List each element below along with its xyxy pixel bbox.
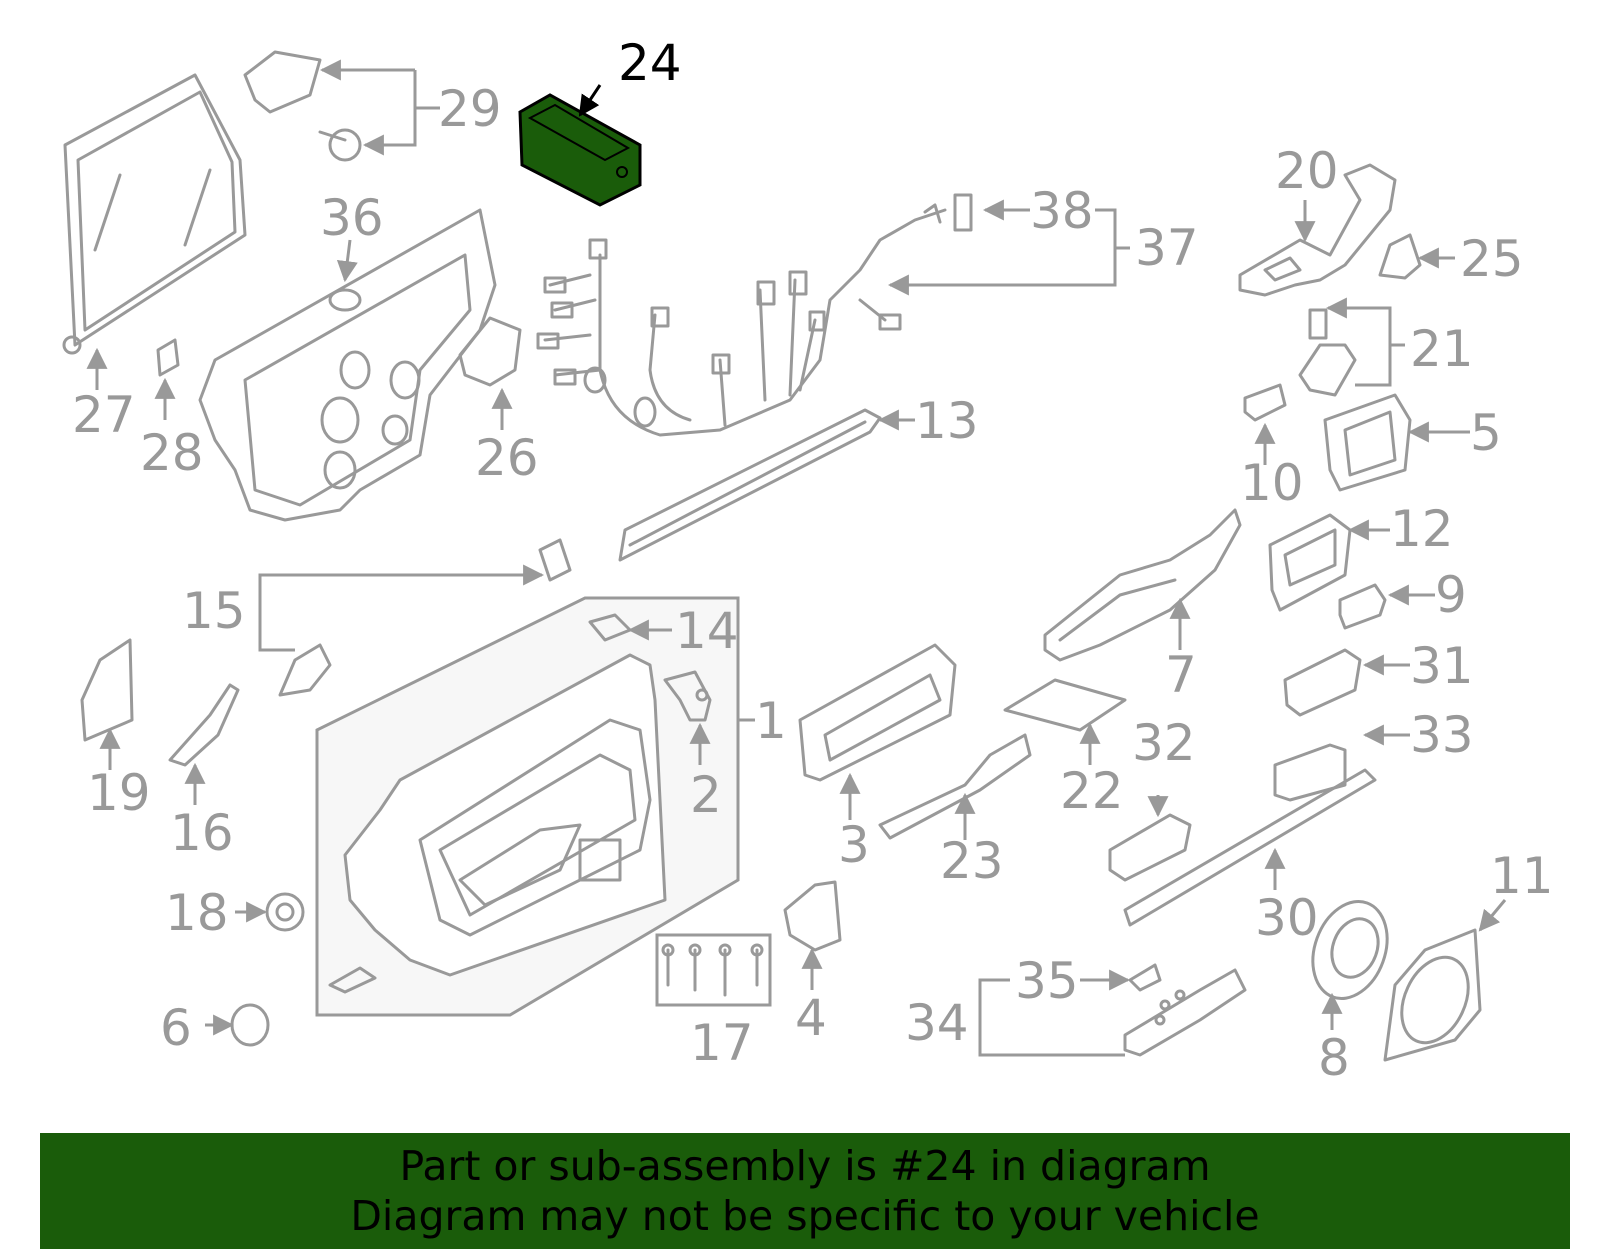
label-19: 19 bbox=[87, 764, 151, 822]
label-34: 34 bbox=[905, 994, 969, 1052]
label-1: 1 bbox=[755, 692, 787, 750]
label-5: 5 bbox=[1470, 404, 1502, 462]
label-3: 3 bbox=[838, 816, 870, 874]
part-31 bbox=[1283, 648, 1410, 717]
part-23 bbox=[878, 733, 1032, 840]
label-25: 25 bbox=[1460, 230, 1524, 288]
label-36: 36 bbox=[320, 189, 384, 247]
part-6 bbox=[205, 1003, 270, 1047]
part-22 bbox=[1003, 678, 1127, 765]
label-23: 23 bbox=[940, 832, 1004, 890]
label-14: 14 bbox=[675, 602, 739, 660]
part-26 bbox=[458, 316, 522, 430]
label-26: 26 bbox=[475, 429, 539, 487]
label-35: 35 bbox=[1015, 952, 1079, 1010]
part-12 bbox=[1268, 513, 1390, 612]
label-28: 28 bbox=[140, 424, 204, 482]
label-15: 15 bbox=[182, 582, 246, 640]
label-18: 18 bbox=[165, 884, 229, 942]
label-10: 10 bbox=[1240, 454, 1304, 512]
part-19 bbox=[80, 638, 134, 770]
label-29: 29 bbox=[438, 80, 502, 138]
label-7: 7 bbox=[1165, 646, 1197, 704]
part-13 bbox=[618, 408, 915, 562]
part-9 bbox=[1338, 583, 1435, 630]
label-27: 27 bbox=[72, 386, 136, 444]
part-17 bbox=[655, 933, 772, 1007]
part-33 bbox=[1273, 724, 1410, 802]
part-29 bbox=[243, 50, 440, 162]
part-37-harness bbox=[536, 193, 1130, 437]
label-13: 13 bbox=[915, 392, 979, 450]
info-banner: Part or sub-assembly is #24 in diagram D… bbox=[40, 1133, 1570, 1249]
part-1-door-panel bbox=[315, 596, 755, 1017]
banner-line-1: Part or sub-assembly is #24 in diagram bbox=[399, 1142, 1211, 1190]
part-27 bbox=[62, 73, 247, 390]
label-32: 32 bbox=[1132, 714, 1196, 772]
part-28 bbox=[154, 338, 180, 420]
label-31: 31 bbox=[1410, 637, 1474, 695]
part-20 bbox=[1238, 163, 1397, 297]
label-9: 9 bbox=[1435, 566, 1467, 624]
part-34-35 bbox=[978, 963, 1247, 1057]
label-12: 12 bbox=[1390, 500, 1454, 558]
part-16 bbox=[168, 683, 240, 805]
label-4: 4 bbox=[795, 989, 827, 1047]
part-24-highlighted[interactable] bbox=[518, 84, 642, 207]
label-8: 8 bbox=[1318, 1029, 1350, 1087]
label-30: 30 bbox=[1255, 889, 1319, 947]
part-10 bbox=[1243, 383, 1287, 465]
part-5 bbox=[1323, 393, 1470, 492]
part-11 bbox=[1383, 899, 1507, 1062]
label-11: 11 bbox=[1490, 847, 1554, 905]
label-20: 20 bbox=[1275, 142, 1339, 200]
label-38: 38 bbox=[1030, 182, 1094, 240]
part-15 bbox=[258, 538, 572, 697]
label-22: 22 bbox=[1060, 762, 1124, 820]
part-8 bbox=[1311, 900, 1389, 1030]
part-2 bbox=[663, 670, 712, 765]
part-36 bbox=[198, 208, 497, 522]
part-18 bbox=[235, 892, 305, 932]
label-16: 16 bbox=[170, 804, 234, 862]
label-33: 33 bbox=[1410, 706, 1474, 764]
label-6: 6 bbox=[160, 999, 192, 1057]
label-37: 37 bbox=[1135, 219, 1199, 277]
part-32 bbox=[1108, 795, 1192, 882]
banner-line-2: Diagram may not be specific to your vehi… bbox=[350, 1192, 1260, 1240]
label-24: 24 bbox=[618, 34, 682, 92]
part-25 bbox=[1378, 233, 1455, 280]
part-3 bbox=[798, 643, 957, 820]
label-17: 17 bbox=[690, 1014, 754, 1072]
label-2: 2 bbox=[690, 766, 722, 824]
part-4 bbox=[783, 880, 842, 990]
part-7 bbox=[1043, 508, 1242, 662]
part-30 bbox=[1123, 768, 1377, 927]
part-21 bbox=[1298, 297, 1405, 397]
label-21: 21 bbox=[1410, 320, 1474, 378]
